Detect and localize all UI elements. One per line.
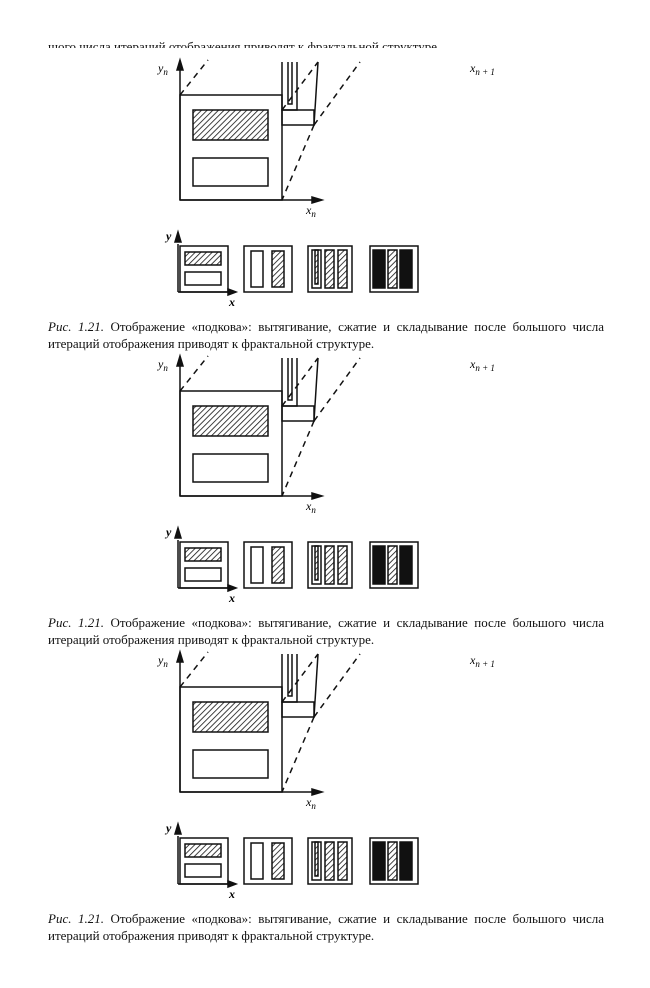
yn-axis-label: yn xyxy=(157,61,168,77)
xn-axis-label: xn xyxy=(305,203,316,219)
x-axis-label: x xyxy=(228,295,235,309)
previous-caption-text: шого числа итераций отображения приводят… xyxy=(48,39,441,48)
caption-label: Рис. 1.21. xyxy=(48,615,104,630)
horseshoe-diagram-3: yn xn xn + 1 y x xyxy=(157,649,495,901)
yn-axis-label: yn xyxy=(157,653,168,669)
horseshoe-diagram-2: yn xn xn + 1 y x xyxy=(157,353,495,605)
y-axis-label: y xyxy=(164,229,172,243)
caption-text: Отображение «подкова»: вытягивание, сжат… xyxy=(48,615,604,647)
caption-text: Отображение «подкова»: вытягивание, сжат… xyxy=(48,911,604,943)
xn-axis-label: xn xyxy=(305,795,316,811)
xn1-label: xn + 1 xyxy=(469,357,495,373)
caption-label: Рис. 1.21. xyxy=(48,911,104,926)
yn-axis-label: yn xyxy=(157,357,168,373)
x-axis-label: x xyxy=(228,887,235,901)
xn1-label: xn + 1 xyxy=(469,653,495,669)
previous-caption-fragment: шого числа итераций отображения приводят… xyxy=(48,38,604,48)
figure-caption: Рис. 1.21. Отображение «подкова»: вытяги… xyxy=(48,318,604,352)
caption-text: Отображение «подкова»: вытягивание, сжат… xyxy=(48,319,604,351)
y-axis-label: y xyxy=(164,821,172,835)
caption-label: Рис. 1.21. xyxy=(48,319,104,334)
horseshoe-diagram-1: yn xn xn + 1 y x xyxy=(157,57,495,309)
figure-caption: Рис. 1.21. Отображение «подкова»: вытяги… xyxy=(48,910,604,944)
y-axis-label: y xyxy=(164,525,172,539)
figure-caption: Рис. 1.21. Отображение «подкова»: вытяги… xyxy=(48,614,604,648)
xn1-label: xn + 1 xyxy=(469,61,495,77)
x-axis-label: x xyxy=(228,591,235,605)
xn-axis-label: xn xyxy=(305,499,316,515)
